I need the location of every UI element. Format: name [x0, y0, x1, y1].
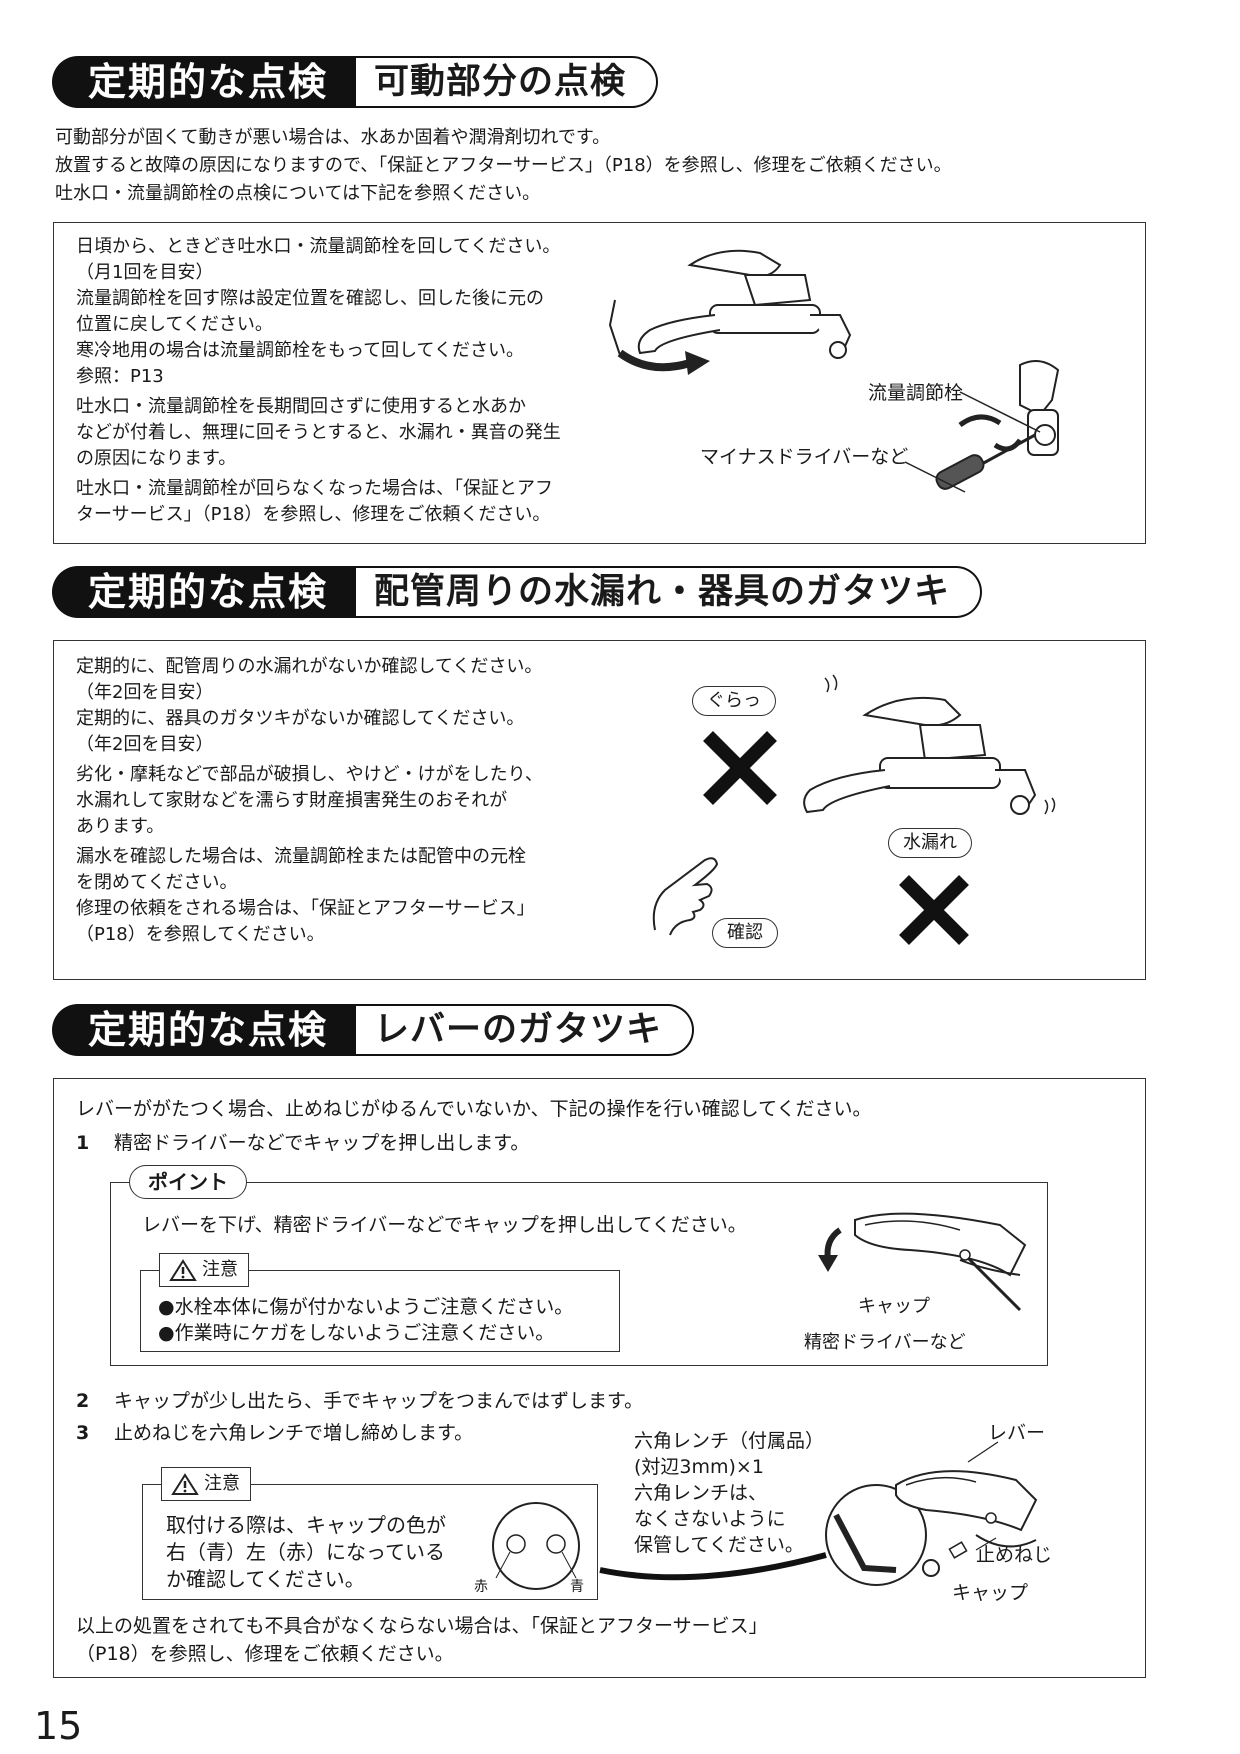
- wrench-line: 六角レンチは、: [634, 1482, 768, 1504]
- flow-valve-illustration: [935, 360, 1060, 490]
- box-line: 寒冷地用の場合は流量調節栓をもって回してください。: [76, 340, 525, 361]
- section2-title-sub: 配管周りの水漏れ・器具のガタツキ: [356, 566, 983, 618]
- section3-intro: レバーががたつく場合、止めねじがゆるんでいないか、下記の操作を行い確認してくださ…: [76, 1098, 872, 1120]
- label-flathead-driver: マイナスドライバーなど: [700, 446, 909, 468]
- box-line: 定期的に、器具のガタツキがないか確認してください。: [76, 708, 525, 729]
- label-flow-valve: 流量調節栓: [868, 382, 964, 404]
- label-lever: レバー: [988, 1422, 1046, 1444]
- box-line: 修理の依頼をされる場合は、「保証とアフターサービス」: [76, 898, 535, 919]
- step1-text: 精密ドライバーなどでキャップを押し出します。: [114, 1132, 530, 1154]
- intro-line: 吐水口・流量調節栓の点検については下記を参照ください。: [55, 183, 541, 204]
- caution2-text: 取付ける際は、キャップの色が 右（青）左（赤）になっている か確認してください。: [166, 1512, 446, 1593]
- box-line: の原因になります。: [76, 448, 237, 469]
- step2-number: 2: [76, 1390, 90, 1412]
- section3-box: [53, 1078, 1146, 1678]
- section3-title-main: 定期的な点検: [52, 1004, 357, 1056]
- lever-setscrew-illustration: [599, 1441, 1038, 1586]
- box-line: 吐水口・流量調節栓を長期間回さずに使用すると水あか: [76, 396, 526, 417]
- section3-closing: 以上の処置をされても不具合がなくならない場合は、「保証とアフターサービス」 （P…: [76, 1612, 768, 1668]
- faucet-spout-rotate-illustration: [608, 249, 852, 375]
- section2-box-text: 定期的に、配管周りの水漏れがないか確認してください。 （年2回を目安） 定期的に…: [76, 654, 543, 948]
- box-line: （月1回を目安）: [76, 262, 214, 283]
- box-line: などが付着し、無理に回そうとすると、水漏れ・異音の発生: [76, 422, 561, 443]
- box-line: 流量調節栓を回す際は設定位置を確認し、回した後に元の: [76, 288, 544, 309]
- box-line: （年2回を目安）: [76, 682, 214, 703]
- intro-line: 可動部分が固くて動きが悪い場合は、水あか固着や潤滑剤切れです。: [55, 127, 611, 148]
- point-box: ポイント: [110, 1165, 1048, 1366]
- box-line: 劣化・摩耗などで部品が破損し、やけど・けがをしたり、: [76, 764, 543, 785]
- label-cap: キャップ: [858, 1296, 930, 1317]
- box-line: 吐水口・流量調節栓が回らなくなった場合は、「保証とアフ: [76, 478, 553, 499]
- section3-title-sub: レバーのガタツキ: [356, 1004, 695, 1056]
- section2-header: 定期的な点検 配管周りの水漏れ・器具のガタツキ: [52, 566, 983, 618]
- point-tag: ポイント: [129, 1165, 247, 1199]
- box-line: （年2回を目安）: [76, 734, 214, 755]
- cross-mark-icon: [899, 875, 969, 945]
- faucet-illustration: [803, 674, 1056, 815]
- caution2-box: 注意: [142, 1467, 598, 1600]
- section2-box: [53, 640, 1146, 980]
- box-line: 位置に戻してください。: [76, 314, 273, 335]
- label-blue: 青: [570, 1579, 584, 1595]
- label-cap: キャップ: [952, 1582, 1029, 1604]
- caution2-label: 注意: [204, 1473, 240, 1494]
- caution1-label: 注意: [202, 1259, 238, 1280]
- bubble-leak: 水漏れ: [888, 828, 972, 858]
- wrench-line: なくさないように: [634, 1508, 786, 1530]
- cross-mark-icon: [703, 731, 777, 805]
- warning-triangle-icon: [169, 1259, 197, 1281]
- bubble-check: 確認: [712, 918, 778, 948]
- point-text: レバーを下げ、精密ドライバーなどでキャップを押し出してください。: [142, 1214, 747, 1236]
- box-line: 参照：P13: [76, 366, 164, 387]
- step3-number: 3: [76, 1422, 90, 1444]
- lever-cap-push-illustration: [818, 1212, 1027, 1312]
- box-line: 水漏れして家財などを濡らす財産損害発生のおそれが: [76, 790, 508, 811]
- caution1-box: 注意: [140, 1253, 620, 1352]
- box-line: 漏水を確認した場合は、流量調節栓または配管中の元栓: [76, 846, 526, 867]
- caution-line: か確認してください。: [166, 1567, 365, 1591]
- step3-text: 止めねじを六角レンチで増し締めします。: [114, 1422, 474, 1444]
- caution-line: ●水栓本体に傷が付かないようご注意ください。: [158, 1296, 574, 1318]
- section1-box: [53, 222, 1146, 544]
- label-setscrew: 止めねじ: [976, 1544, 1053, 1566]
- closing-line: 以上の処置をされても不具合がなくならない場合は、「保証とアフターサービス」: [76, 1615, 768, 1637]
- hex-wrench-note: 六角レンチ（付属品） (対辺3mm)×1 六角レンチは、 なくさないように 保管…: [634, 1428, 824, 1558]
- pointing-hand-icon: [652, 857, 719, 936]
- caution-line: ●作業時にケガをしないようご注意ください。: [158, 1322, 555, 1344]
- box-line: あります。: [76, 816, 165, 837]
- section1-header: 定期的な点検 可動部分の点検: [52, 56, 659, 108]
- cap-color-diagram: [492, 1502, 580, 1590]
- box-line: ターサービス」（P18）を参照し、修理をご依頼ください。: [76, 504, 551, 525]
- warning-triangle-icon: [171, 1473, 199, 1495]
- wrench-line: 六角レンチ（付属品）: [634, 1430, 825, 1452]
- section3-header: 定期的な点検 レバーのガタツキ: [52, 1004, 695, 1056]
- box-line: （P18）を参照してください。: [76, 924, 325, 945]
- leader-line: [904, 461, 966, 493]
- box-line: 日頃から、ときどき吐水口・流量調節栓を回してください。: [76, 236, 561, 257]
- wrench-line: 保管してください。: [634, 1534, 804, 1556]
- box-line: を閉めてください。: [76, 872, 238, 893]
- page-number: 15: [34, 1704, 83, 1748]
- section2-title-main: 定期的な点検: [52, 566, 357, 618]
- bubble-wobble: ぐらっ: [692, 686, 776, 716]
- intro-line: 放置すると故障の原因になりますので、「保証とアフターサービス」（P18）を参照し…: [55, 155, 952, 176]
- caution-line: 右（青）左（赤）になっている: [166, 1540, 445, 1564]
- closing-line: （P18）を参照し、修理をご依頼ください。: [76, 1643, 454, 1665]
- section1-intro: 可動部分が固くて動きが悪い場合は、水あか固着や潤滑剤切れです。 放置すると故障の…: [55, 124, 952, 208]
- leader-line: [959, 391, 1041, 433]
- label-red: 赤: [474, 1579, 488, 1595]
- wrench-line: (対辺3mm)×1: [634, 1456, 764, 1478]
- section1-title-sub: 可動部分の点検: [356, 56, 659, 108]
- caution1-text: ●水栓本体に傷が付かないようご注意ください。 ●作業時にケガをしないようご注意く…: [158, 1294, 573, 1346]
- step1-number: 1: [76, 1132, 90, 1154]
- section1-box-text: 日頃から、ときどき吐水口・流量調節栓を回してください。 （月1回を目安） 流量調…: [76, 234, 561, 528]
- caution1-tag: 注意: [159, 1253, 249, 1287]
- caution2-tag: 注意: [161, 1467, 251, 1501]
- label-precision-driver: 精密ドライバーなど: [804, 1332, 966, 1353]
- section1-title-main: 定期的な点検: [52, 56, 357, 108]
- caution-line: 取付ける際は、キャップの色が: [166, 1513, 446, 1537]
- box-line: 定期的に、配管周りの水漏れがないか確認してください。: [76, 656, 543, 677]
- step2-text: キャップが少し出たら、手でキャップをつまんではずします。: [114, 1390, 644, 1412]
